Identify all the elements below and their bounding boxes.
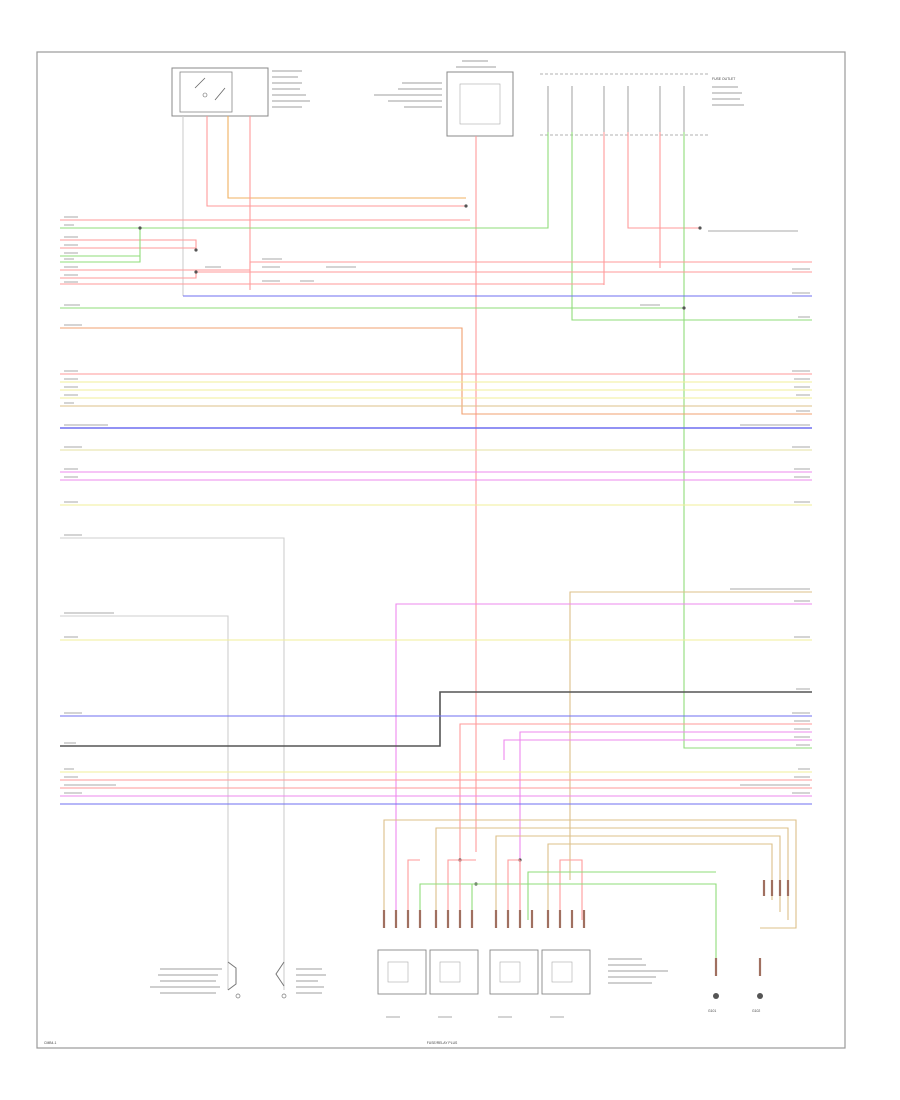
fuse-outlet-caption: FUSE OUTLET: [712, 77, 735, 81]
connector-pins: [382, 880, 790, 976]
control-module-component: [374, 60, 514, 137]
diagram-frame: [36, 51, 846, 1049]
ground-g102: G102: [752, 993, 763, 1013]
injector-1: [377, 949, 427, 995]
injector-3: [489, 949, 539, 995]
ground-g102-label: G102: [752, 1009, 760, 1013]
wire-tags-right: [730, 268, 810, 794]
pressure-switch-sensor: [150, 961, 241, 999]
temperature-sensor: [275, 961, 326, 999]
relay-component: [171, 67, 310, 117]
wire-tags-left: [64, 216, 116, 794]
fuse-outlet-component: FUSE OUTLET: [540, 73, 744, 136]
lower-harness: [383, 819, 797, 960]
footer-left-code: CMB4-1: [44, 1041, 57, 1045]
ground-g101-label: G101: [708, 1009, 716, 1013]
injector-labels: [386, 1016, 564, 1018]
splice-points: [138, 204, 702, 886]
bus-wires: [60, 219, 812, 990]
wire-tags-inline: [205, 230, 798, 306]
top-vertical-wires: [60, 116, 812, 852]
injector-2: [429, 949, 479, 995]
injector-4: [541, 949, 668, 995]
relay-label-lines: [272, 70, 310, 108]
footer-center-caption: FUSE/RELAY PLUS: [427, 1041, 458, 1045]
ground-g101: G101: [708, 993, 719, 1013]
